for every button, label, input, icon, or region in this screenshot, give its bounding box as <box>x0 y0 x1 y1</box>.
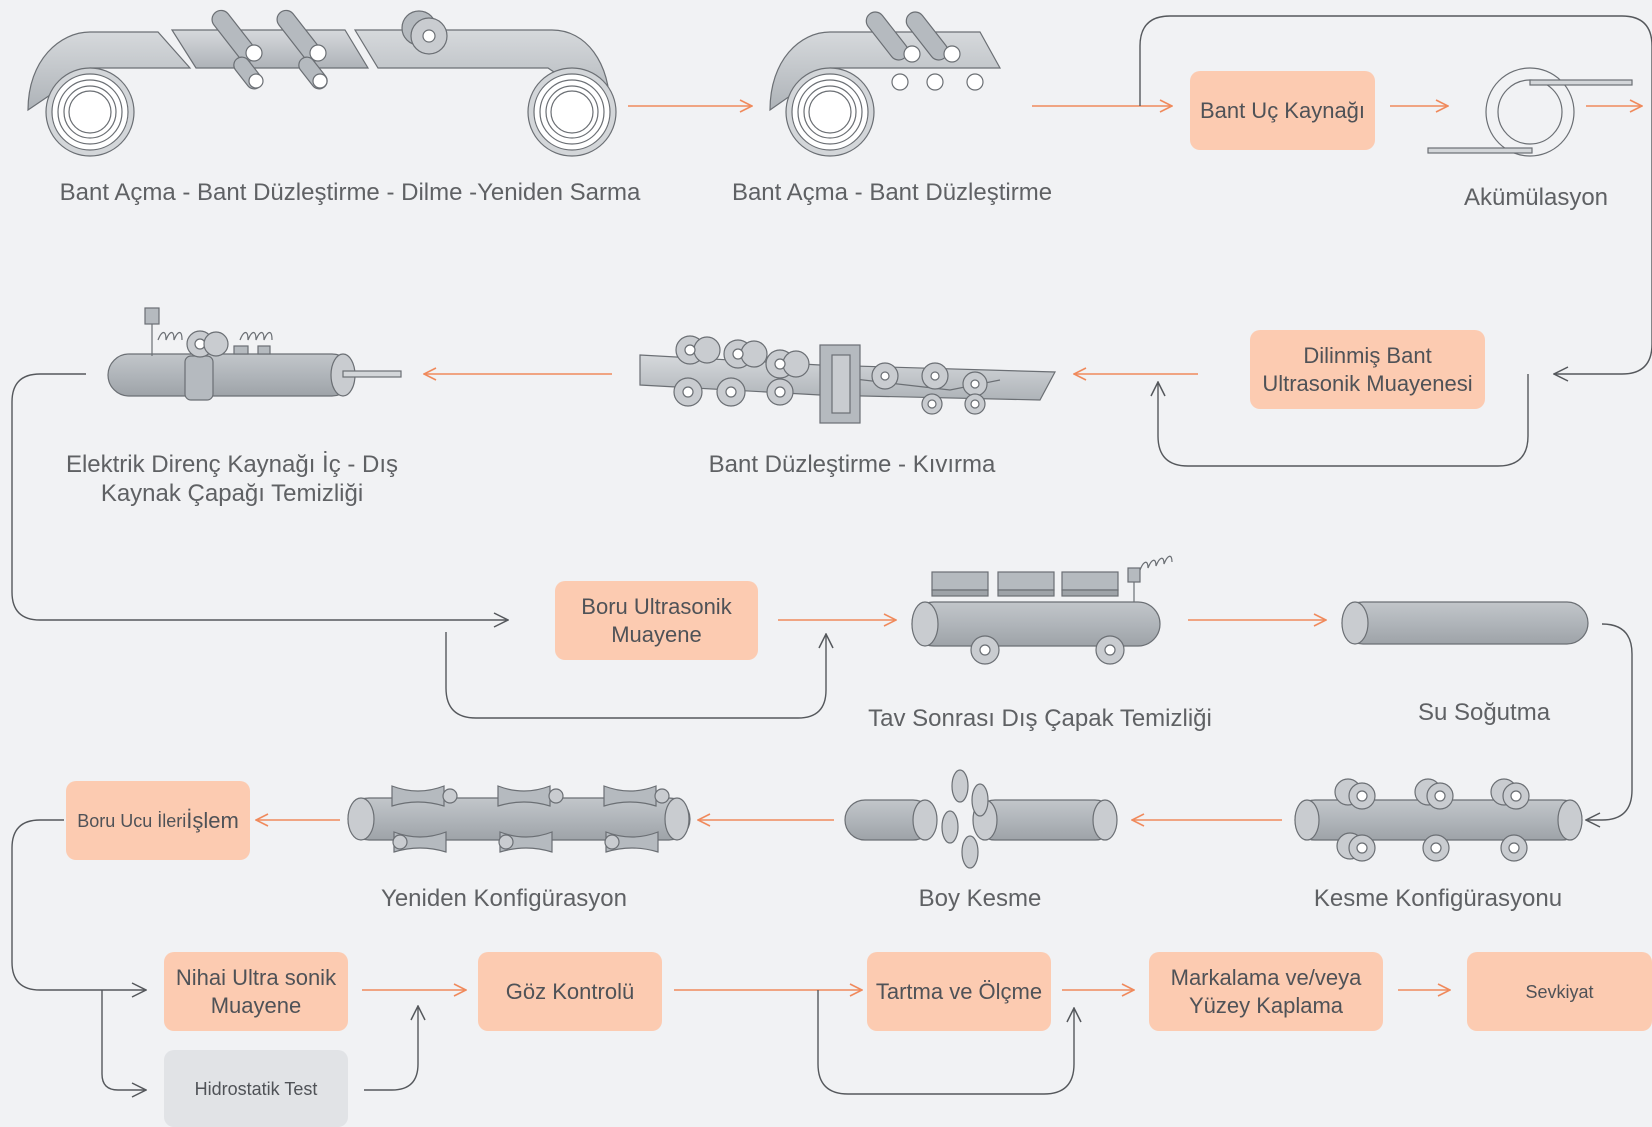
label-water-cooling: Su Soğutma <box>1417 699 1551 726</box>
box-weighing-measuring: Tartma ve Ölçme <box>867 952 1051 1031</box>
label-uncoil-level: Bant Açma - Bant Düzleştirme <box>731 179 1053 206</box>
label-reconfiguration: Yeniden Konfigürasyon <box>381 885 627 912</box>
box-pipe-ultrasonic-line2: Muayene <box>611 621 702 647</box>
box-slit-strip-ultrasonic: Dilinmiş Bant Ultrasonik Muayenesi <box>1250 330 1485 409</box>
box-pipe-ultrasonic: Boru Ultrasonik Muayene <box>555 581 758 660</box>
box-strip-end-welding: Bant Uç Kaynağı <box>1190 71 1375 150</box>
box-marking-line2: Yüzey Kaplama <box>1188 992 1344 1018</box>
machine-uncoiler-leveler <box>769 11 1002 157</box>
box-final-ultrasonic: Nihai Ultra sonik Muayene <box>164 952 348 1031</box>
label-erw-line2: Kaynak Çapağı Temizliği <box>100 480 364 507</box>
box-pipe-end-text-b: İşlem <box>186 807 239 833</box>
label-cut-to-length: Boy Kesme <box>918 885 1042 912</box>
box-final-ultrasonic-line2: Muayene <box>210 992 302 1018</box>
machine-post-anneal-deburr <box>911 555 1173 665</box>
label-leveling-forming: Bant Düzleştirme - Kıvırma <box>708 451 996 478</box>
machine-cut-configuration <box>1294 778 1583 862</box>
machine-forming-mill <box>639 335 1056 424</box>
box-pipe-ultrasonic-line1: Boru Ultrasonik <box>581 593 732 619</box>
box-slit-strip-line1: Dilinmiş Bant <box>1303 342 1432 368</box>
box-marking-line1: Markalama ve/veya <box>1170 964 1362 990</box>
box-final-ultrasonic-line1: Nihai Ultra sonik <box>175 964 337 990</box>
box-marking-coating: Markalama ve/veya Yüzey Kaplama <box>1149 952 1383 1031</box>
label-uncoil-level-slit-recoil: Bant Açma - Bant Düzleştirme - Dilme -Ye… <box>59 179 641 206</box>
machine-erw-welder <box>107 307 402 401</box>
label-cut-configuration: Kesme Konfigürasyonu <box>1313 885 1563 912</box>
connector-lines <box>11 15 1652 1094</box>
label-accumulation: Akümülasyon <box>1463 184 1609 211</box>
label-post-anneal-deburr: Tav Sonrası Dış Çapak Temizliği <box>868 705 1212 732</box>
box-shipping: Sevkiyat <box>1467 952 1652 1031</box>
machine-accumulator <box>1427 67 1633 157</box>
machine-reconfiguration <box>347 785 691 853</box>
machine-water-cooling <box>1341 601 1589 645</box>
label-erw-welding: Elektrik Direnç Kaynağı İç - Dış Kaynak … <box>66 450 398 508</box>
box-slit-strip-line2: Ultrasonik Muayenesi <box>1262 370 1473 396</box>
box-hydrostatic-test: Hidrostatik Test <box>164 1050 348 1127</box>
flow-arrows <box>256 106 1642 990</box>
box-pipe-end-text-a: Boru Ucu İleri <box>77 810 187 831</box>
box-pipe-end-processing: Boru Ucu İleri İşlem <box>66 781 250 860</box>
label-erw-line1: Elektrik Direnç Kaynağı İç - Dış <box>65 451 399 478</box>
box-visual-inspection: Göz Kontrolü <box>478 952 662 1031</box>
machine-cut-to-length <box>844 769 1118 869</box>
machine-uncoiler-slitter-recoiler <box>27 9 617 157</box>
